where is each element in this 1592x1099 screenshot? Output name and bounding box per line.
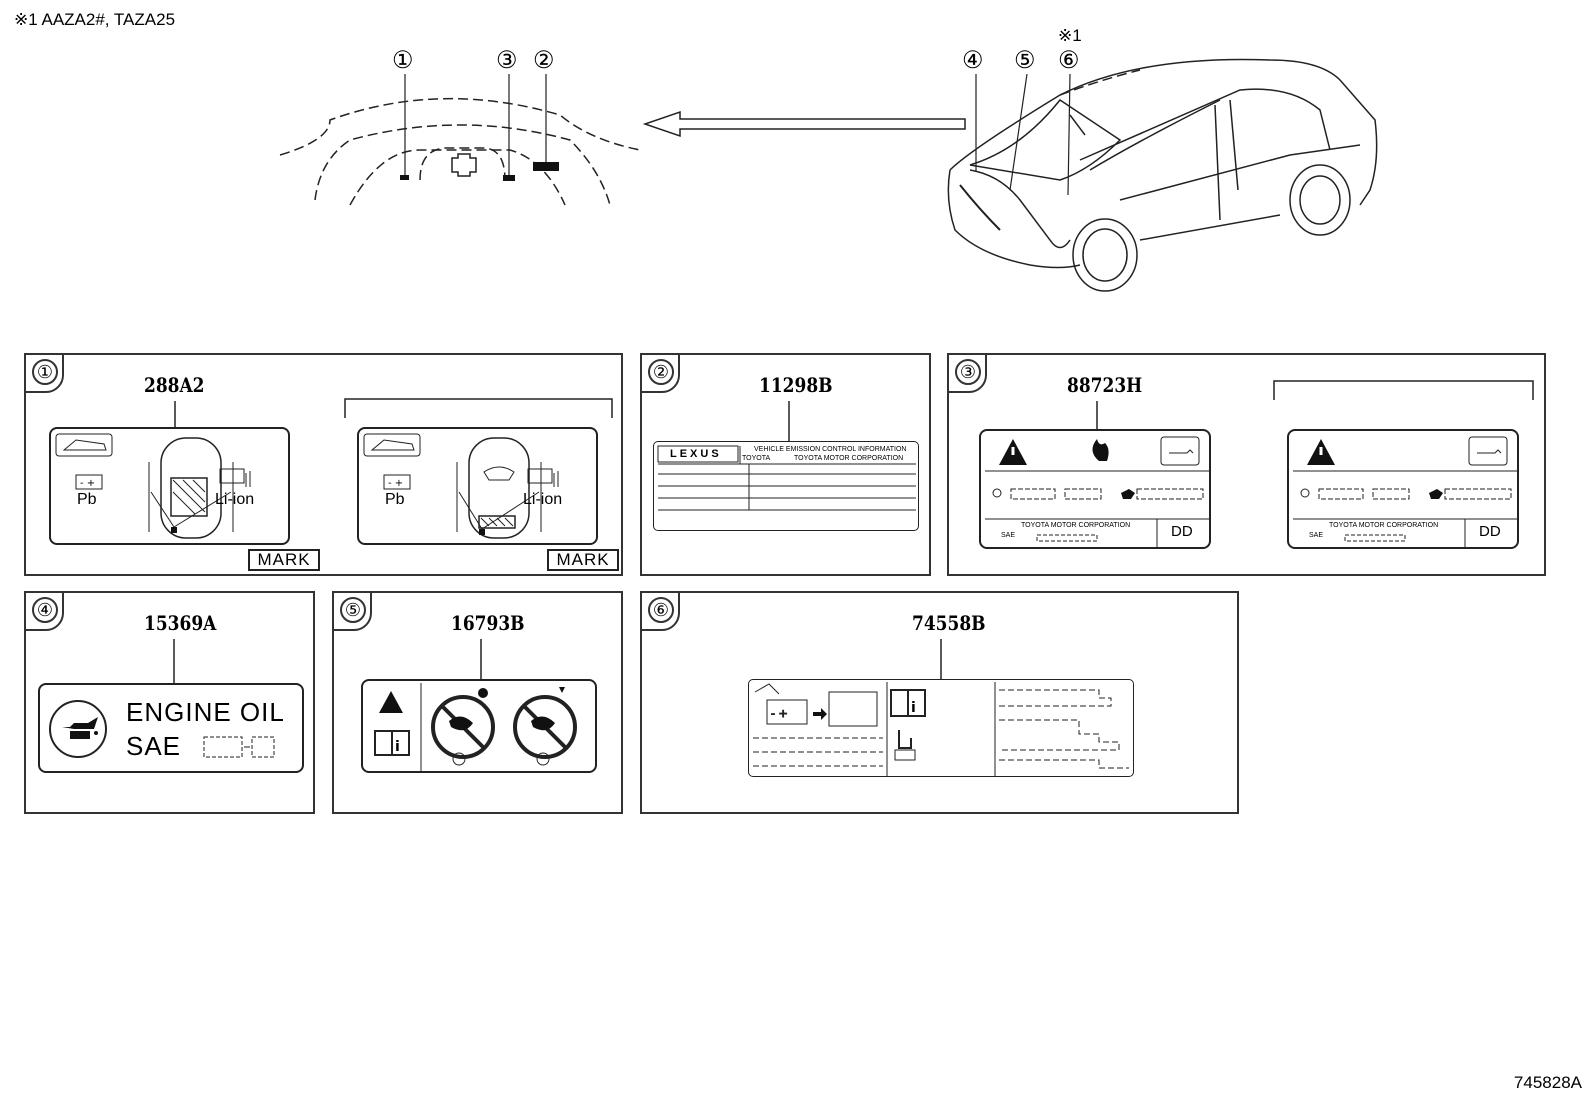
engine-oil-label: ENGINE OIL SAE	[38, 683, 304, 773]
hood-icon	[55, 433, 113, 457]
dd-box: DD	[1171, 523, 1193, 540]
battery-label-a: - + Pb Li-ion	[49, 427, 290, 545]
maker-text: TOYOTA MOTOR CORPORATION	[1329, 522, 1439, 529]
callout-5: ⑤	[1014, 47, 1036, 74]
panel-5: ⑤ 16793B i	[332, 591, 623, 814]
pb-label: Pb	[385, 491, 405, 508]
svg-text:i: i	[395, 739, 400, 755]
part-number: 15369A	[144, 611, 217, 635]
panel-number: ⑥	[640, 591, 680, 631]
emission-maker-short: TOYOTA	[742, 455, 771, 462]
brand-logo: LEXUS	[670, 448, 722, 460]
battery-li-icon	[219, 468, 251, 487]
bracket-line	[1273, 380, 1534, 400]
panel-number: ③	[947, 353, 987, 393]
coolant-label-art	[985, 436, 1209, 547]
viscosity-boxes	[203, 736, 275, 758]
note-mark: ※1	[1058, 26, 1082, 45]
sae-text: SAE	[126, 731, 182, 761]
engine-oil-text: ENGINE OIL	[126, 697, 285, 727]
maker-text: TOYOTA MOTOR CORPORATION	[1021, 522, 1131, 529]
svg-text:- +: - +	[388, 478, 403, 489]
coolant-label-art	[1293, 436, 1517, 547]
callout-4: ④	[962, 47, 984, 74]
pb-label: Pb	[77, 491, 97, 508]
panel-3: ③ 88723H TOYOTA MOTOR CORPORATION SAE DD…	[947, 353, 1546, 576]
battery-pb-icon: - +	[75, 474, 103, 490]
battery-info-art: - + i	[753, 682, 1129, 776]
leader-line	[788, 401, 790, 441]
emission-title: VEHICLE EMISSION CONTROL INFORMATION	[754, 446, 907, 453]
panel-4: ④ 15369A ENGINE OIL SAE	[24, 591, 315, 814]
leader-line	[173, 639, 175, 683]
emission-maker: TOYOTA MOTOR CORPORATION	[794, 455, 904, 462]
mark-tag: MARK	[547, 549, 619, 571]
part-number: 74558B	[912, 611, 986, 635]
emission-label: LEXUS VEHICLE EMISSION CONTROL INFORMATI…	[653, 441, 919, 531]
oil-can-icon	[49, 700, 107, 758]
leader-line	[940, 639, 942, 679]
mark-tag: MARK	[248, 549, 320, 571]
applicability-note: ※1 AAZA2#, TAZA25	[14, 10, 176, 29]
coolant-label-a: TOYOTA MOTOR CORPORATION SAE DD	[979, 429, 1211, 549]
sae-text: SAE	[1001, 532, 1016, 539]
callout-6: ⑥	[1058, 47, 1080, 74]
panel-1: ① 288A2 - + Pb Li-ion MARK - + Pb Li-ion…	[24, 353, 623, 576]
battery-info-label: - + i	[748, 679, 1134, 777]
bracket-line	[344, 398, 613, 418]
panel-number: ④	[24, 591, 64, 631]
arrow-left-icon	[642, 110, 966, 138]
svg-text:- +: - +	[771, 707, 788, 720]
part-number: 88723H	[1067, 373, 1143, 397]
callout-1: ①	[392, 47, 414, 74]
battery-pb-icon: - +	[383, 474, 411, 490]
part-number: 11298B	[759, 373, 833, 397]
figure-id: 745828A	[1513, 1073, 1582, 1092]
fan-warning-art: i	[374, 683, 577, 773]
panel-2: ② 11298B LEXUS VEHICLE EMISSION CONTROL …	[640, 353, 931, 576]
leader-line	[480, 639, 482, 679]
callout-2: ②	[533, 47, 555, 74]
battery-label-b: - + Pb Li-ion	[357, 427, 598, 545]
part-number: 288A2	[144, 373, 205, 397]
li-ion-label: Li-ion	[523, 491, 563, 508]
emission-grid	[657, 445, 916, 511]
panel-number: ⑤	[332, 591, 372, 631]
svg-text:i: i	[911, 700, 916, 716]
car-topview-icon	[148, 437, 234, 539]
coolant-label-b: TOYOTA MOTOR CORPORATION SAE DD	[1287, 429, 1519, 549]
leader-line	[174, 401, 176, 431]
fan-warning-label: i	[361, 679, 597, 773]
hood-icon	[363, 433, 421, 457]
li-ion-label: Li-ion	[215, 491, 255, 508]
callout-3: ③	[496, 47, 518, 74]
engine-bay-detail	[279, 74, 641, 206]
part-number: 16793B	[451, 611, 525, 635]
dd-box: DD	[1479, 523, 1501, 540]
svg-text:- +: - +	[80, 478, 95, 489]
sae-text: SAE	[1309, 532, 1324, 539]
panel-number: ②	[640, 353, 680, 393]
panel-number: ①	[24, 353, 64, 393]
panel-6: ⑥ 74558B - + i	[640, 591, 1239, 814]
vehicle-illustration	[947, 58, 1378, 292]
car-topview-icon	[456, 437, 542, 539]
battery-li-icon	[527, 468, 559, 487]
leader-line	[1096, 401, 1098, 429]
